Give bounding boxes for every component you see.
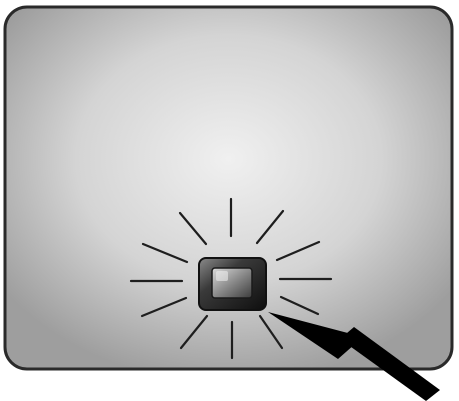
device-front-panel — [5, 7, 452, 369]
illuminated-button[interactable] — [199, 258, 266, 310]
